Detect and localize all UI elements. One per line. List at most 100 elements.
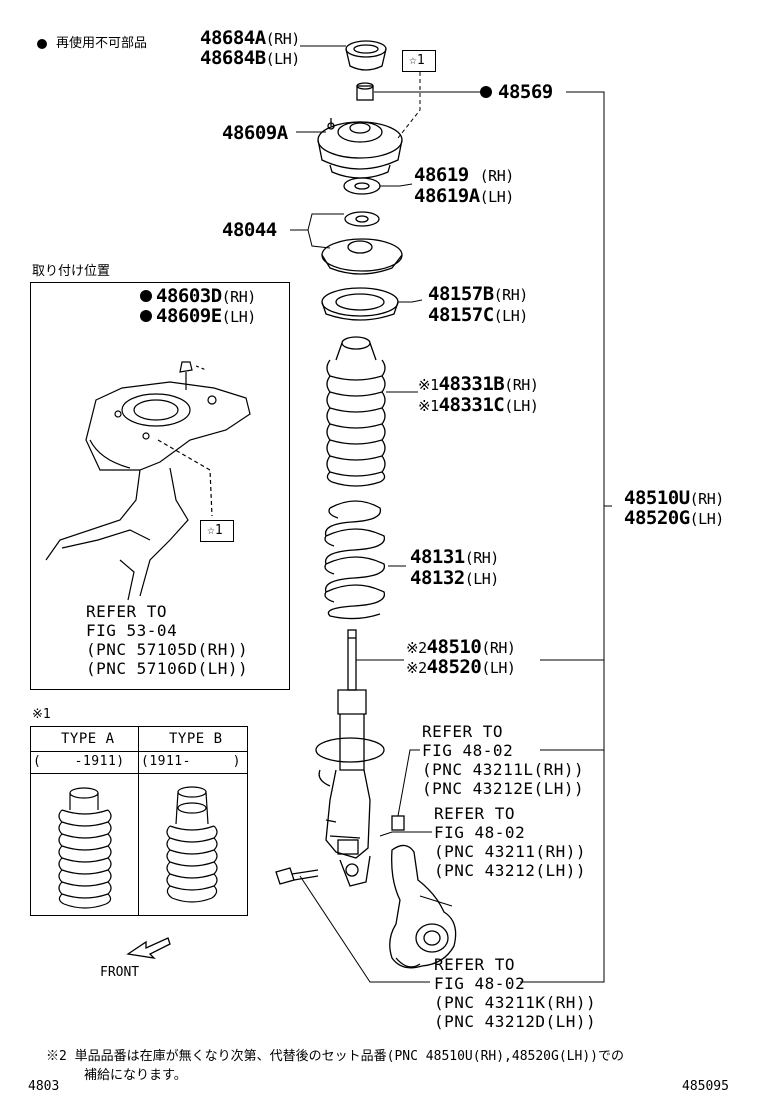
ref-line: REFER TO [422, 722, 504, 741]
part-side: (LH) [493, 307, 529, 325]
part-number: 48609E [156, 305, 222, 327]
star1-tag: ☆1 [409, 53, 425, 68]
shock-absorber-drawing [315, 629, 385, 887]
footnote-line: 補給になります。 [84, 1068, 187, 1083]
part-number: 48157B [428, 283, 494, 305]
ref-line: REFER TO [434, 955, 516, 974]
part-side: (LH) [265, 50, 301, 68]
part-48331C: ※148331C(LH) [418, 396, 539, 415]
type-b-range: (1911- ) [141, 754, 241, 769]
part-48510U: 48510U(RH) [624, 489, 724, 508]
bump-stopper-boot-drawing [326, 336, 386, 487]
ref-line[interactable]: FIG 48-02 [422, 741, 514, 760]
bracket-48510U [520, 91, 605, 983]
part-48131: 48131(RH) [410, 548, 499, 567]
part-side: (LH) [464, 570, 500, 588]
leader-48619 [380, 183, 413, 187]
front-arrow-icon [126, 937, 171, 959]
refer-c: REFER TO FIG 48-02 (PNC 43211K(RH)) (PNC… [434, 955, 596, 1031]
star1-tag-inset: ☆1 [207, 523, 223, 538]
note-mark: ※1 [418, 397, 439, 415]
star1-tag-box: ☆1 [402, 50, 436, 72]
bullet-48609E-icon [140, 310, 152, 322]
refer-inset: REFER TO FIG 53-04 (PNC 57105D(RH)) (PNC… [86, 602, 248, 678]
part-number: 48132 [410, 567, 465, 589]
leader-48157 [398, 299, 423, 303]
ref-line[interactable]: FIG 48-02 [434, 974, 526, 993]
part-number: 48619 [414, 164, 469, 186]
part-48157B: 48157B(RH) [428, 285, 528, 304]
non-reusable-bullet-icon [37, 39, 47, 49]
page-number-left: 4803 [28, 1079, 60, 1094]
ref-line: (PNC 43212D(LH)) [434, 1012, 597, 1031]
spring-seat-drawing [321, 211, 403, 275]
part-48510: ※248510(RH) [406, 636, 516, 658]
install-position-label: 取り付け位置 [32, 264, 111, 279]
inset-install-drawing [45, 361, 251, 601]
type-table: TYPE A TYPE B ( -1911) (1911- ) [30, 726, 248, 916]
part-48044: 48044 [222, 219, 277, 241]
lock-nut-drawing [356, 82, 374, 101]
refer-b: REFER TO FIG 48-02 (PNC 43211(RH)) (PNC … [434, 804, 586, 880]
leader-ref-c [299, 875, 430, 983]
leader-star1 [397, 72, 421, 139]
part-side: (LH) [504, 397, 539, 415]
part-side: (RH) [265, 30, 301, 48]
star1-tag-inset-box: ☆1 [200, 520, 234, 542]
type-a-boot-drawing [58, 787, 112, 909]
part-number: 48510U [624, 487, 690, 509]
refer-a: REFER TO FIG 48-02 (PNC 43211L(RH)) (PNC… [422, 722, 584, 798]
bullet-48603D-icon [140, 290, 152, 302]
part-number: 48520G [624, 507, 690, 529]
part-side: (RH) [689, 490, 725, 508]
part-48609A: 48609A [222, 122, 288, 144]
part-number: 48520 [426, 656, 482, 678]
ref-line: (PNC 43211(RH)) [434, 842, 586, 861]
upper-support-drawing [317, 118, 403, 179]
part-48619: 48619 (RH) [414, 166, 514, 185]
spring-insulator-drawing [321, 287, 399, 321]
part-side: (RH) [493, 286, 529, 304]
strut-dust-cap-drawing [345, 40, 387, 71]
ref-line: (PNC 57105D(RH)) [86, 640, 249, 659]
ref-line: REFER TO [86, 602, 168, 621]
part-side: (RH) [481, 639, 516, 657]
part-48331B: ※148331B(RH) [418, 373, 539, 395]
ref-line: (PNC 43211K(RH)) [434, 993, 597, 1012]
part-48520G: 48520G(LH) [624, 509, 724, 528]
part-48609E: 48609E(LH) [156, 307, 256, 326]
footnote-line: ※2 単品品番は在庫が無くなり次第、代替後のセット品番(PNC 48510U(R… [46, 1049, 624, 1064]
front-label: FRONT [100, 965, 140, 980]
ref-line[interactable]: FIG 53-04 [86, 621, 178, 640]
ref-line: (PNC 43212(LH)) [434, 861, 586, 880]
coil-spring-drawing [324, 500, 386, 620]
part-number: 48157C [428, 304, 494, 326]
type-table-mark: ※1 [32, 707, 51, 722]
ref-line: (PNC 57106D(LH)) [86, 659, 249, 678]
part-48157C: 48157C(LH) [428, 306, 528, 325]
ref-line: (PNC 43212E(LH)) [422, 779, 585, 798]
type-b-boot-drawing [166, 786, 218, 903]
note-mark: ※1 [418, 376, 439, 394]
note-mark: ※2 [406, 639, 427, 657]
part-side: (RH) [479, 167, 515, 185]
type-a-range: ( -1911) [33, 754, 125, 769]
footnote: ※2 単品品番は在庫が無くなり次第、代替後のセット品番(PNC 48510U(R… [46, 1047, 624, 1085]
part-side: (LH) [481, 659, 516, 677]
part-number: 48619A [414, 185, 480, 207]
ref-line[interactable]: FIG 48-02 [434, 823, 526, 842]
mounting-bolt-drawing [275, 867, 319, 885]
leader-48044 [290, 213, 344, 249]
part-48684A: 48684A(RH) [200, 29, 300, 48]
part-number: 48331B [438, 373, 505, 395]
part-number: 48684B [200, 47, 266, 69]
page-number-right: 485095 [682, 1079, 729, 1094]
part-48619A: 48619A(LH) [414, 187, 514, 206]
leader-ref-b [379, 831, 432, 837]
note-mark: ※2 [406, 659, 427, 677]
bullet-48569-icon [480, 86, 492, 98]
part-number: 48510 [426, 636, 482, 658]
part-side: (RH) [504, 376, 539, 394]
part-side: (LH) [221, 308, 257, 326]
part-48569: 48569 [498, 81, 553, 103]
